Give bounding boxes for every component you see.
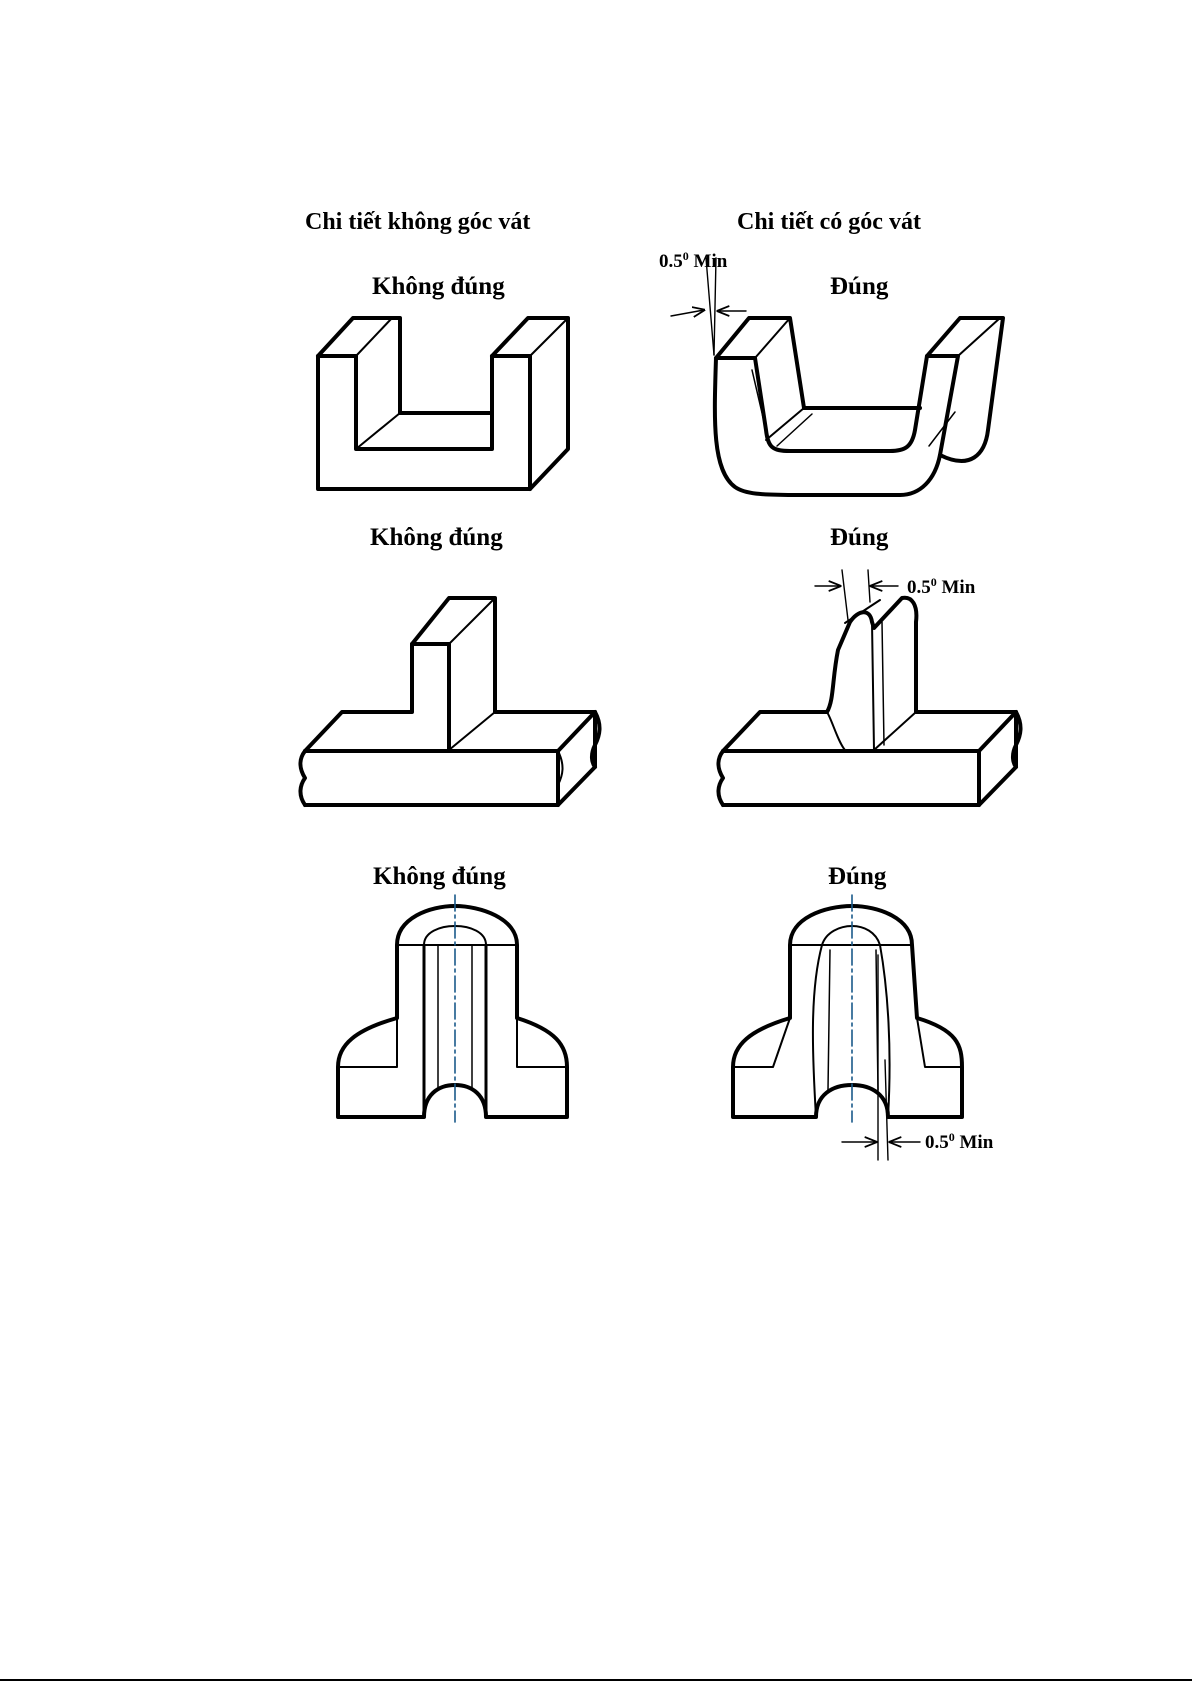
page-bottom-rule bbox=[0, 1679, 1192, 1681]
rib-with-draft bbox=[718, 570, 1020, 805]
boss-no-draft bbox=[338, 895, 567, 1122]
u-channel-no-draft bbox=[318, 318, 568, 489]
boss-with-draft bbox=[733, 895, 962, 1160]
rib-no-draft bbox=[300, 598, 599, 805]
u-channel-with-draft bbox=[671, 258, 1003, 495]
